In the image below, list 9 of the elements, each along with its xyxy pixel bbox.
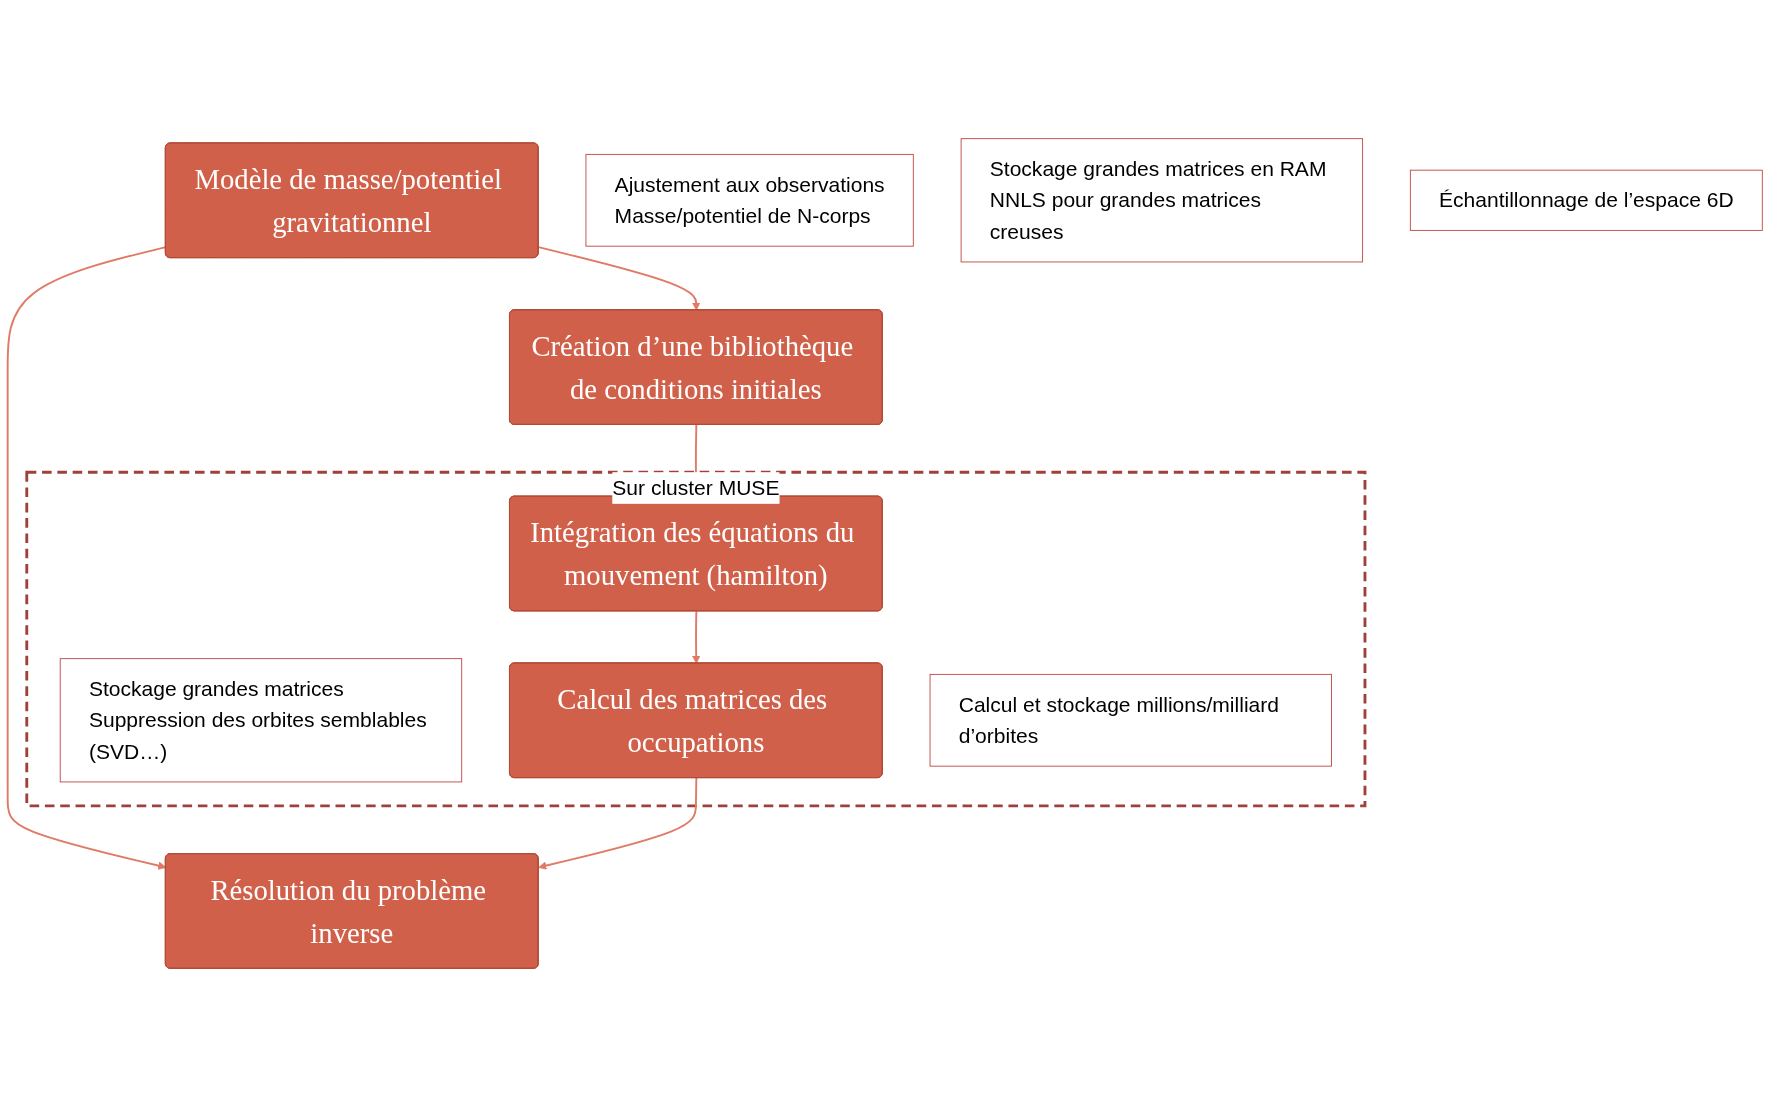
arrow <box>538 776 698 870</box>
node-box: Ajustement aux observations Masse/potentiel de N-corps <box>585 153 914 247</box>
node-box: Calcul et stockage millions/milliard d’orbites <box>929 673 1332 767</box>
arrow <box>692 609 701 664</box>
arrow <box>537 245 701 311</box>
node-box: Stockage grandes matrices en RAM NNLS pour grandes matrices creuses <box>960 137 1364 262</box>
arrow <box>6 245 167 870</box>
node-box: Échantillonnage de l’espace 6D <box>1409 169 1763 231</box>
node-box: Stockage grandes matrices Suppression des orbites semblables (SVD…) <box>59 657 463 782</box>
